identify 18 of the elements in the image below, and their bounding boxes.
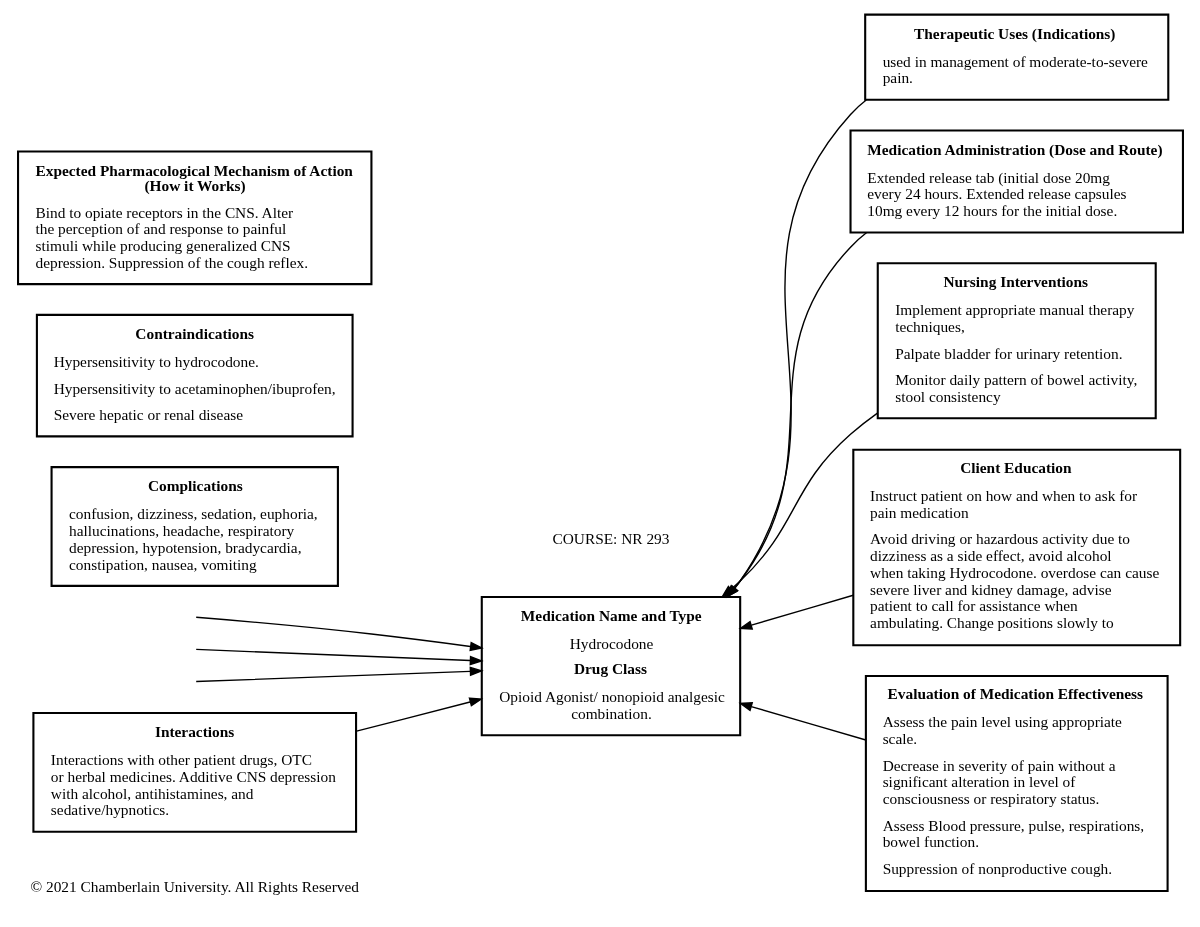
node-box: Contraindications Hypersensitivity to hydrocodone. Hypersensitivity to acetaminophen/ibuprofen, Severe hepatic or renal disease	[35, 313, 354, 437]
node-box: Expected Pharmacological Mechanism of Action (How it Works) Bind to opiate receptors in the CNS. Alter the perception of and response to painful stimuli while producing generalized CNS depression. Suppression of the cough reflex.	[16, 149, 372, 285]
arrow	[195, 665, 484, 682]
node-box: Medication Administration (Dose and Route) Extended release tab (initial dose 20mg every 24 hours. Extended release capsules 10mg every 12 hours for the initial dose.	[848, 128, 1184, 234]
node-box: Medication Name and Type Hydrocodone Drug Class Opioid Agonist/ nonopioid analgesic combination.	[480, 595, 741, 736]
node-box: Client Education Instruct patient on how and when to ask for pain medication Avoid driving or hazardous activity due to dizziness as a side effect, avoid alcohol when taking Hydrocodone. overdose can cause severe liver and kidney damage, advise patient to call for assistance when ambulating. Change positions slowly to	[851, 448, 1181, 646]
arrow	[355, 696, 483, 732]
node-box: Therapeutic Uses (Indications) used in management of moderate-to-severe pain.	[863, 13, 1169, 101]
label: © 2021 Chamberlain University. All Rights Reserved	[29, 877, 359, 895]
arrow	[195, 616, 484, 651]
arrow	[195, 648, 484, 665]
label: COURSE: NR 293	[552, 529, 669, 547]
arrow	[737, 594, 854, 630]
node-box: Nursing Interventions Implement appropriate manual therapy techniques, Palpate bladder for urinary retention. Monitor daily pattern of bowel activity, stool consistency	[876, 261, 1157, 419]
node-box: Interactions Interactions with other patient drugs, OTC or herbal medicines. Additive CNS depression with alcohol, antihistamines, and sedative/hypnotics.	[31, 711, 357, 833]
node-box: Complications confusion, dizziness, sedation, euphoria, hallucinations, headache, respiratory depression, hypotension, bradycardia, constipation, nausea, vomiting	[50, 465, 339, 587]
arrow	[737, 701, 867, 741]
node-box: Evaluation of Medication Effectiveness Assess the pain level using appropriate scale. Decrease in severity of pain without a significant alteration in level of consciousness or respiratory status. Assess Blood pressure, pulse, respirations, bowel function. Suppression of nonproductive cough.	[864, 674, 1169, 892]
